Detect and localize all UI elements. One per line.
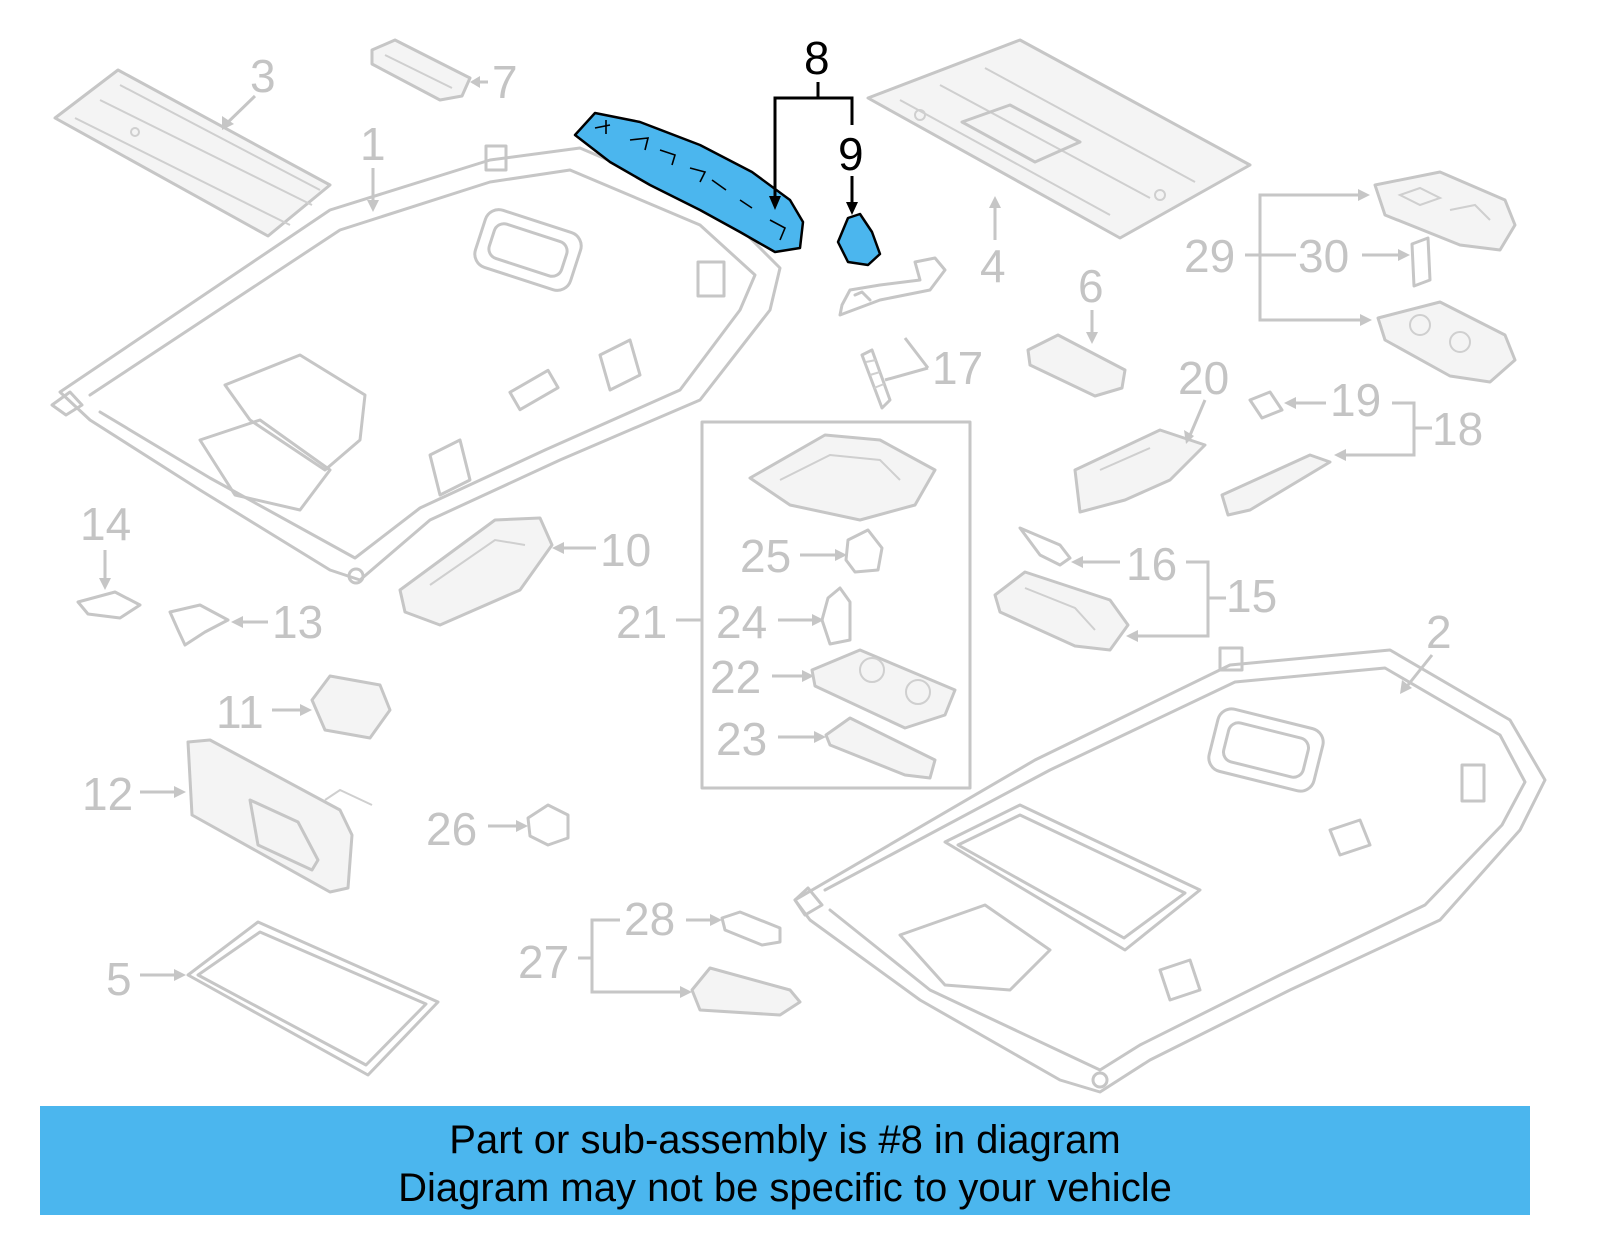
part-20-bracket (1073, 428, 1207, 514)
callout-9: 9 (838, 128, 864, 180)
part-3-panel (53, 68, 332, 238)
callout-17: 17 (932, 342, 983, 394)
callout-4: 4 (980, 240, 1006, 292)
callout-19: 19 (1330, 374, 1381, 426)
part-9-clip-highlighted (836, 212, 882, 267)
part-4-panel (866, 38, 1252, 240)
callout-12: 12 (82, 768, 133, 820)
part-11-holder (310, 674, 392, 740)
leader-17 (884, 337, 930, 382)
leader-8-a (773, 82, 820, 205)
callout-15: 15 (1226, 570, 1277, 622)
inactive-arrowheads (99, 76, 1412, 998)
arrow-9 (846, 202, 858, 215)
callout-20: 20 (1178, 352, 1229, 404)
part-23-lens (824, 716, 937, 780)
callout-27: 27 (518, 936, 569, 988)
part-30-bulb (1410, 236, 1432, 288)
callout-5: 5 (106, 953, 132, 1005)
info-banner: Part or sub-assembly is #8 in diagram Di… (40, 1106, 1530, 1215)
group-21-box (700, 420, 972, 790)
part-7-lens (370, 38, 472, 102)
callout-29: 29 (1184, 230, 1235, 282)
callout-8: 8 (804, 32, 830, 84)
leader-27 (590, 918, 688, 994)
part-26-cap (526, 803, 570, 847)
callout-30: 30 (1298, 230, 1349, 282)
callout-14: 14 (80, 498, 131, 550)
part-6-lens (1026, 333, 1127, 398)
banner-line-1: Part or sub-assembly is #8 in diagram (449, 1118, 1121, 1162)
callout-11: 11 (216, 686, 264, 738)
part-8-trim-highlighted (573, 111, 805, 254)
callout-10: 10 (600, 524, 651, 576)
callout-26: 26 (426, 803, 477, 855)
leader-8-b (818, 96, 854, 125)
banner-line-2: Diagram may not be specific to your vehi… (398, 1166, 1172, 1210)
leader-20 (1186, 399, 1207, 441)
part-29-console-lower (1376, 300, 1517, 384)
part-14-clip (76, 590, 142, 620)
callout-2: 2 (1426, 606, 1452, 658)
part-24-bulb (820, 586, 852, 646)
leader-29-lower (1258, 255, 1368, 322)
part-15-lamp-housing (993, 570, 1130, 652)
part-27-lamp (690, 966, 802, 1017)
leader-2 (1402, 654, 1434, 691)
callout-21: 21 (616, 596, 667, 648)
callout-28: 28 (624, 893, 675, 945)
callout-16: 16 (1126, 538, 1177, 590)
callout-1: 1 (360, 118, 386, 170)
part-18-lamp (1220, 453, 1332, 517)
part-22-lens-plate (810, 648, 957, 730)
part-29-console-upper (1373, 170, 1517, 252)
callout-23: 23 (716, 713, 767, 765)
callout-7: 7 (492, 56, 518, 108)
callout-25: 25 (740, 530, 791, 582)
part-21-overhead-console (748, 433, 937, 522)
callout-24: 24 (716, 596, 767, 648)
part-1-headliner (50, 144, 782, 585)
part-25-switch (844, 528, 884, 574)
part-16-bulb (1018, 526, 1072, 567)
callout-18: 18 (1432, 403, 1483, 455)
callout-22: 22 (710, 651, 761, 703)
part-5-seal (186, 920, 440, 1077)
part-10-console (398, 516, 554, 627)
callout-3: 3 (250, 50, 276, 102)
part-13-hook (168, 603, 230, 647)
part-28-bulb (720, 910, 782, 947)
leader-29-upper (1258, 193, 1365, 255)
callout-6: 6 (1078, 260, 1104, 312)
part-19-clip (1248, 390, 1284, 420)
callout-13: 13 (272, 596, 323, 648)
part-17-grab-handle (838, 256, 947, 410)
arrow-8 (769, 196, 781, 210)
part-2-headliner (793, 646, 1547, 1094)
part-12-sun-visor (186, 738, 373, 894)
